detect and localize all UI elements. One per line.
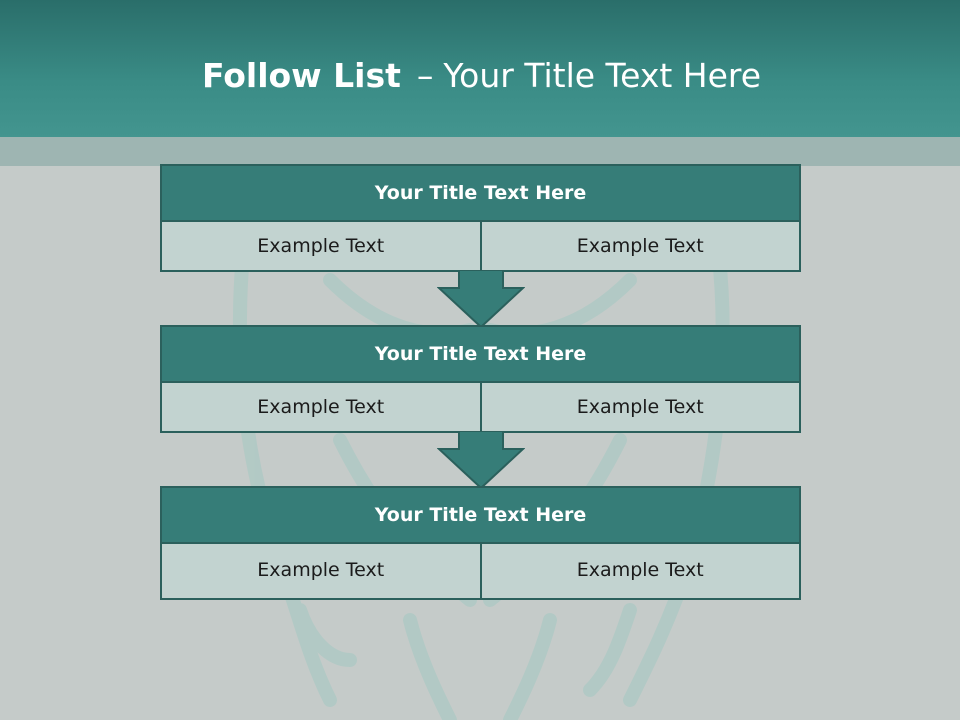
list-block-title: Your Title Text Here — [160, 325, 801, 383]
title-bar — [0, 0, 960, 137]
slide-title-dash: – — [416, 56, 434, 95]
slide-title: Follow List–Your Title Text Here — [202, 54, 761, 98]
list-block-cell-right: Example Text — [481, 383, 801, 433]
list-block-cell-left: Example Text — [160, 383, 482, 433]
list-block-3: Your Title Text Here Example Text Exampl… — [160, 486, 801, 600]
list-block-cell-left: Example Text — [160, 544, 482, 600]
list-block-cell-right: Example Text — [481, 544, 801, 600]
down-arrow-icon — [437, 270, 525, 328]
list-block-cell-right: Example Text — [481, 222, 801, 272]
slide-title-bold: Follow List — [202, 56, 401, 95]
list-block-1: Your Title Text Here Example Text Exampl… — [160, 164, 801, 272]
list-block-row: Example Text Example Text — [160, 544, 801, 600]
slide-title-rest: Your Title Text Here — [443, 56, 762, 95]
list-block-title: Your Title Text Here — [160, 164, 801, 222]
title-bar-accent-strip — [0, 137, 960, 166]
list-block-title: Your Title Text Here — [160, 486, 801, 544]
down-arrow-icon — [437, 431, 525, 489]
list-block-row: Example Text Example Text — [160, 383, 801, 433]
list-block-cell-left: Example Text — [160, 222, 482, 272]
list-block-row: Example Text Example Text — [160, 222, 801, 272]
list-block-2: Your Title Text Here Example Text Exampl… — [160, 325, 801, 433]
